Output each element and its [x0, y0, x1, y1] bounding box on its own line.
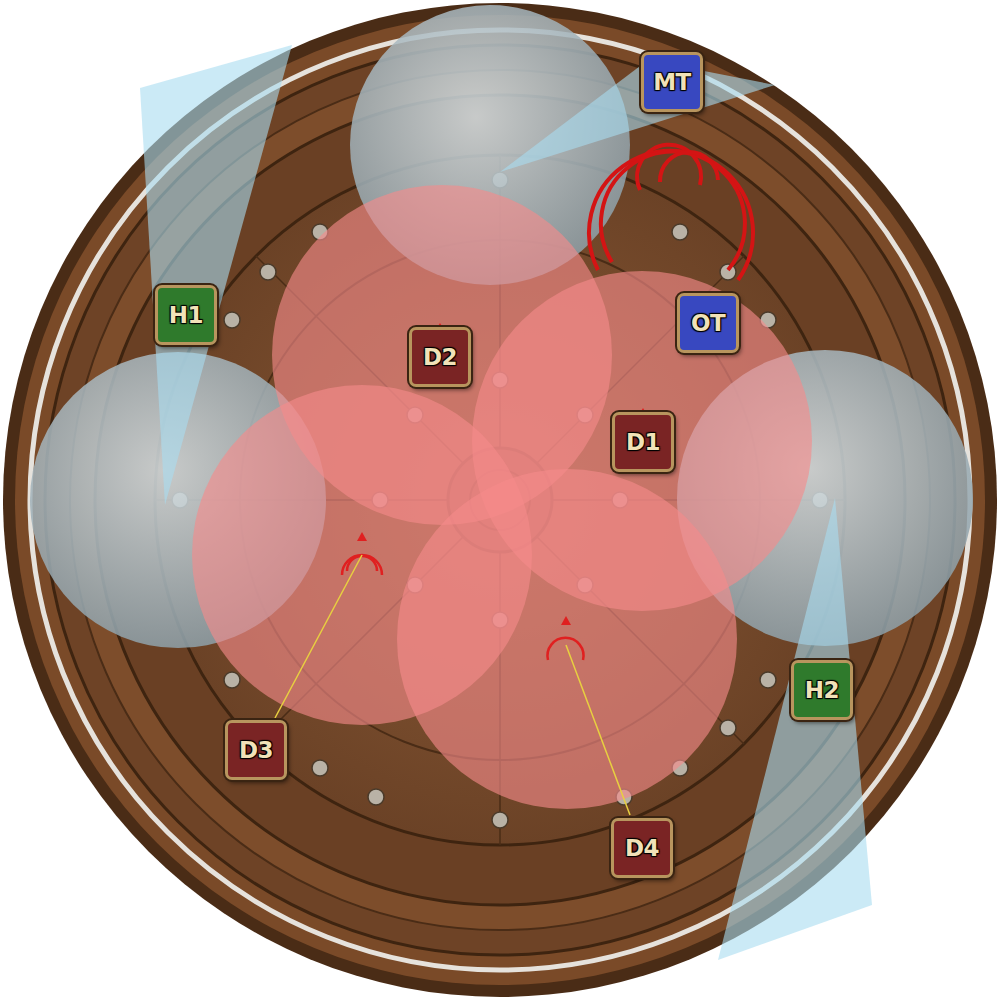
dps-marker: D4 [611, 818, 673, 878]
tank-marker: MT [641, 52, 703, 112]
healer-marker: H1 [155, 285, 217, 345]
tank-marker: OT [677, 293, 739, 353]
role-label: D1 [626, 429, 660, 455]
role-label: H1 [169, 302, 203, 328]
role-label: D2 [423, 344, 457, 370]
dps-marker: D2 [409, 327, 471, 387]
role-label: OT [691, 310, 725, 336]
dps-marker: D3 [225, 720, 287, 780]
role-label: D3 [239, 737, 273, 763]
dps-marker: D1 [612, 412, 674, 472]
role-label: MT [653, 69, 691, 95]
role-label: H2 [805, 677, 839, 703]
healer-marker: H2 [791, 660, 853, 720]
role-label: D4 [625, 835, 659, 861]
